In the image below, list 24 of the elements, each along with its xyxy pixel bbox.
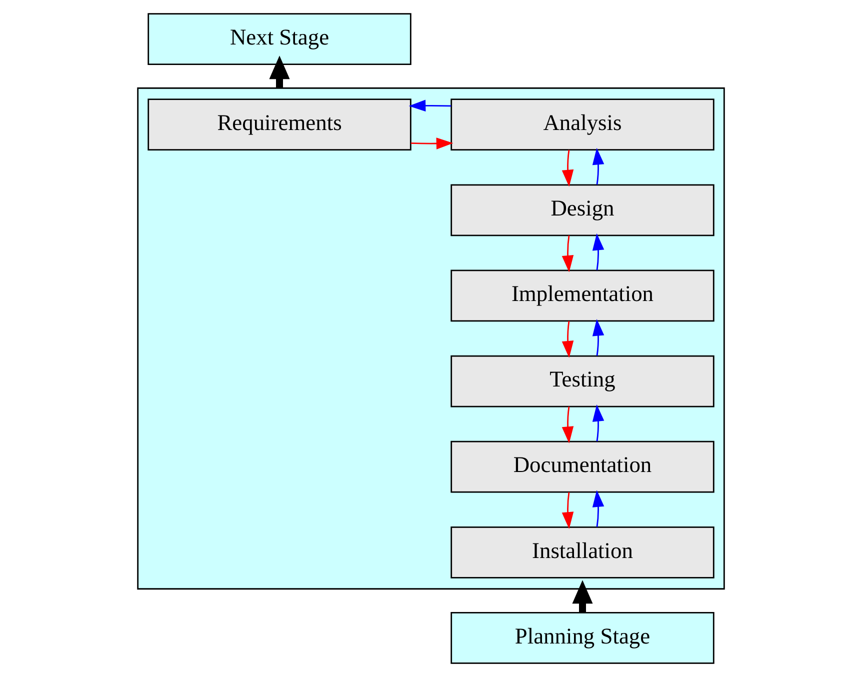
arrow: [562, 406, 574, 444]
node-box: Documentation: [450, 440, 714, 493]
node-box: Design: [450, 184, 714, 236]
node-box: Analysis: [450, 98, 714, 151]
arrow: [592, 404, 604, 442]
cluster: [137, 87, 725, 590]
node-box: Installation: [450, 526, 714, 578]
arrow: [572, 580, 593, 612]
arrow: [592, 490, 604, 527]
arrow: [410, 138, 454, 150]
node-box: Testing: [450, 355, 714, 408]
arrow: [592, 148, 604, 185]
node-box: Requirements: [148, 98, 412, 151]
node-box: Next Stage: [148, 13, 412, 65]
node-box: Implementation: [450, 270, 714, 322]
arrow: [592, 318, 604, 356]
arrow: [562, 492, 574, 529]
arrow: [269, 56, 290, 88]
arrow: [592, 233, 604, 270]
arrow: [562, 320, 574, 358]
arrow: [408, 100, 452, 112]
node-box: Planning Stage: [450, 612, 714, 664]
arrow: [562, 235, 574, 272]
arrow: [562, 150, 574, 187]
